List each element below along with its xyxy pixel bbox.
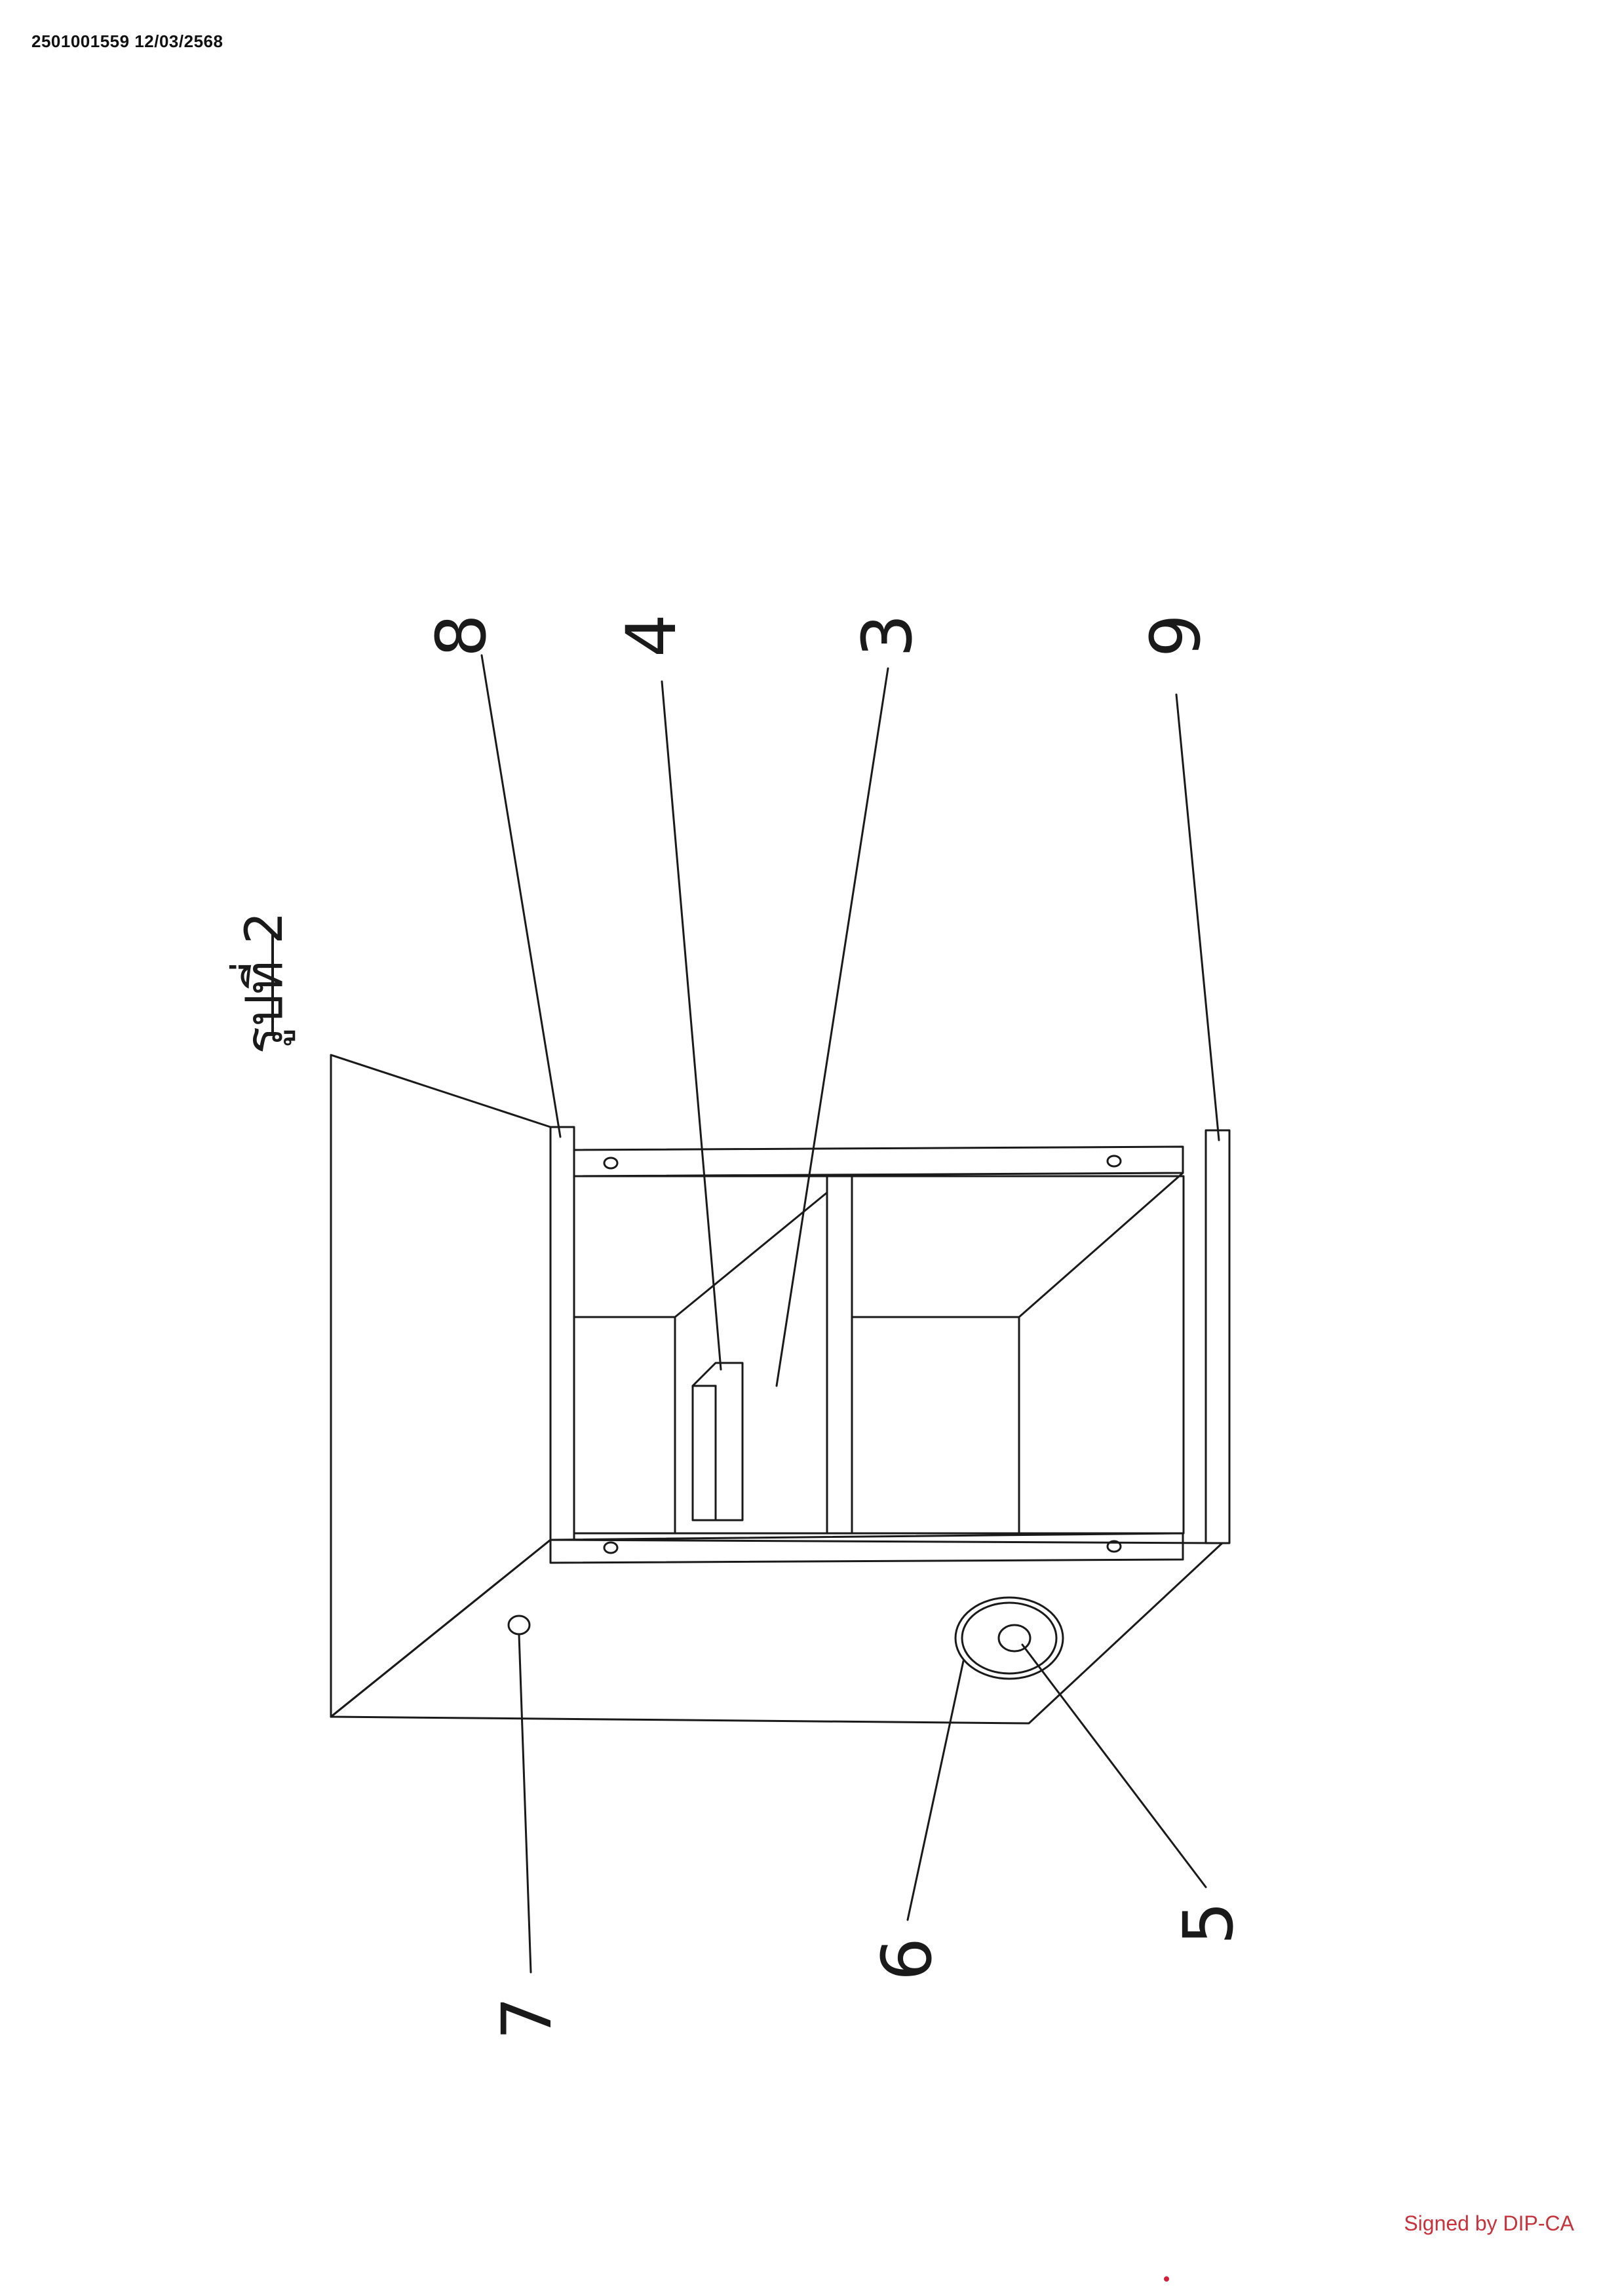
- screw-hole-bottom-left: [604, 1542, 617, 1553]
- leader-line-4: [662, 681, 721, 1369]
- fitting-6-inner-ring: [962, 1603, 1056, 1674]
- ref-label-7: 7: [487, 1997, 567, 2040]
- box-top-panel: [331, 1055, 550, 1717]
- ref-label-5: 5: [1168, 1902, 1248, 1945]
- left-compartment-back-edge: [574, 1193, 827, 1317]
- leader-line-3: [777, 668, 888, 1386]
- screw-hole-top-right: [1108, 1156, 1121, 1166]
- component-4-block: [693, 1363, 742, 1520]
- fitting-6-outer-ring: [955, 1598, 1063, 1679]
- screw-hole-top-left: [604, 1158, 617, 1168]
- leader-line-5: [1022, 1645, 1206, 1887]
- right-compartment-back-edge: [852, 1173, 1183, 1317]
- leader-line-6: [908, 1661, 963, 1920]
- front-rail-bottom: [550, 1533, 1183, 1563]
- ref-label-6: 6: [867, 1938, 947, 1981]
- box-side-panel: [331, 1540, 1222, 1723]
- side-hole-7: [509, 1616, 530, 1634]
- figure-title: รูปที่ 2: [229, 911, 295, 1054]
- compartment-divider: [827, 1176, 852, 1533]
- leader-line-8: [482, 655, 560, 1137]
- front-rail-top: [574, 1147, 1183, 1176]
- digital-signature-note: Signed by DIP-CA: [1404, 2211, 1574, 2235]
- signature-red-dot: [1164, 2276, 1169, 2282]
- leader-line-9: [1176, 695, 1219, 1140]
- ref-label-8: 8: [421, 614, 501, 657]
- figure-title-group: รูปที่ 2: [229, 911, 295, 1054]
- leader-line-7: [519, 1635, 531, 1972]
- screw-hole-bottom-right: [1108, 1541, 1121, 1552]
- document-id-stamp: 2501001559 12/03/2568: [31, 31, 223, 51]
- front-opening-frame: [574, 1176, 1184, 1533]
- front-frame-right-rail: [1206, 1130, 1229, 1543]
- ref-label-9: 9: [1136, 614, 1216, 657]
- ref-label-4: 4: [611, 614, 691, 657]
- fitting-5-center: [999, 1625, 1030, 1651]
- ref-label-3: 3: [847, 614, 927, 657]
- front-frame-left-rail: [550, 1127, 574, 1540]
